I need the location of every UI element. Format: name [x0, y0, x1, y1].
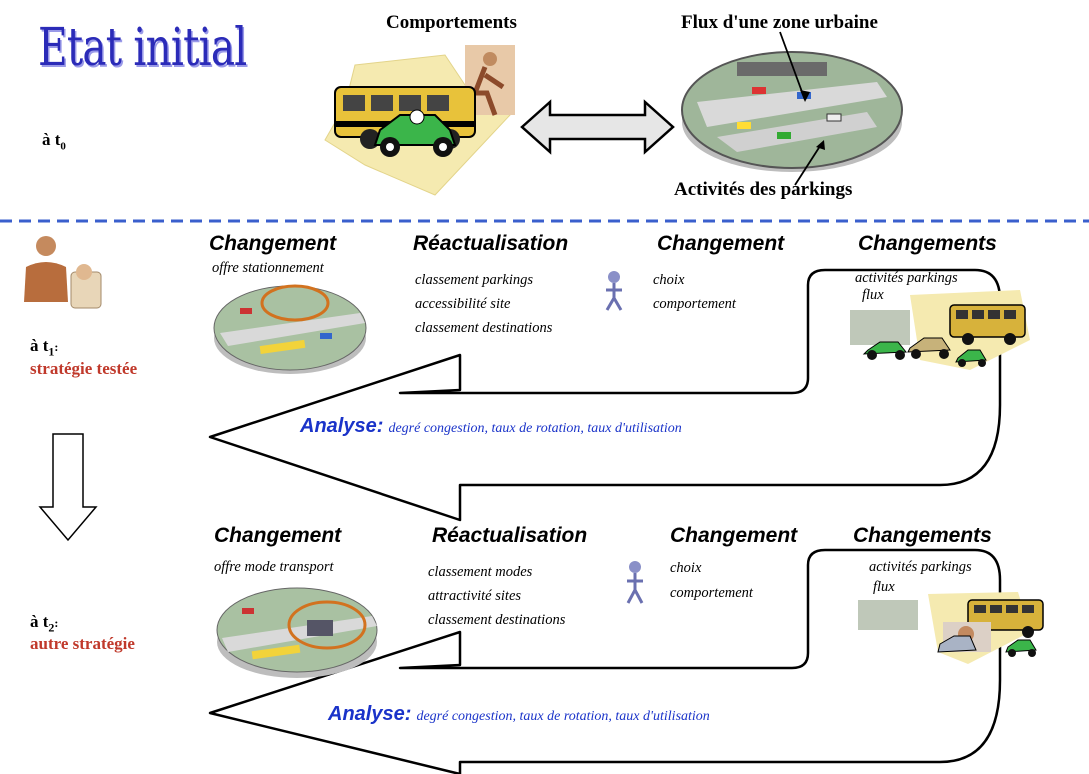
- parking-offer-illustration: [213, 284, 367, 374]
- analysis-row: Analyse: degré congestion, taux de rotat…: [300, 415, 682, 438]
- step-line: choix: [653, 272, 685, 288]
- strategy-tested-label: stratégie testée: [30, 359, 138, 378]
- step-heading: Changement: [209, 232, 337, 255]
- time-label-t1: à t1:: [30, 336, 58, 359]
- analysis-text: degré congestion, taux de rotation, taux…: [416, 709, 710, 724]
- step-line: offre stationnement: [212, 260, 324, 276]
- time-suffix: :: [54, 340, 59, 354]
- step-line: comportement: [670, 585, 753, 601]
- time-prefix: à t: [30, 612, 49, 631]
- step-heading: Changement: [670, 524, 798, 547]
- time-prefix: à t: [30, 336, 49, 355]
- analysis-title: Analyse:: [328, 703, 412, 725]
- analysis-text: degré congestion, taux de rotation, taux…: [388, 421, 682, 436]
- step-line: comportement: [653, 296, 736, 312]
- time-subscript: 1: [48, 344, 55, 359]
- urban-zone-illustration: [681, 51, 903, 172]
- step-heading: Réactualisation: [413, 232, 569, 255]
- transport-mode-illustration: [216, 587, 378, 678]
- step-line: accessibilité site: [415, 296, 511, 312]
- step-line: activités parkings: [855, 270, 958, 286]
- step-line: classement destinations: [415, 320, 553, 336]
- behaviours-label: Comportements: [386, 12, 517, 33]
- analysis-row: Analyse: degré congestion, taux de rotat…: [328, 703, 710, 726]
- time-label-t2: à t2:: [30, 612, 58, 635]
- time-label-t0: à t0: [42, 130, 66, 152]
- other-strategy-label: autre stratégie: [30, 634, 135, 653]
- behaviours-illustration: [324, 45, 515, 196]
- time-subscript: 0: [60, 140, 66, 153]
- parking-activities-label: Activités des parkings: [674, 179, 853, 200]
- vehicles-illustration: [850, 290, 1030, 370]
- step-heading: Changement: [214, 524, 342, 547]
- urban-flows-label: Flux d'une zone urbaine: [681, 12, 878, 33]
- page-title: Etat initial: [38, 18, 247, 78]
- step-line: attractivité sites: [428, 588, 522, 604]
- step-heading: Changement: [657, 232, 785, 255]
- double-arrow-icon: [520, 99, 675, 155]
- section-divider: [0, 219, 1089, 223]
- thinking-figure-icon: [626, 561, 644, 604]
- step-line: classement destinations: [428, 612, 566, 628]
- step-line: offre mode transport: [214, 559, 334, 575]
- time-subscript: 2: [48, 620, 55, 635]
- step-line: flux: [873, 579, 895, 595]
- flows-pointer: [779, 31, 810, 102]
- vehicles-illustration: [858, 592, 1044, 664]
- step-heading: Changements: [853, 524, 992, 547]
- time-prefix: à t: [42, 130, 61, 149]
- step-line: activités parkings: [869, 559, 972, 575]
- step-line: classement modes: [428, 564, 533, 580]
- down-arrow-icon: [38, 433, 98, 542]
- thinking-figure-icon: [605, 271, 623, 311]
- step-heading: Changements: [858, 232, 997, 255]
- person-icon: [24, 236, 102, 309]
- analysis-title: Analyse:: [300, 415, 384, 437]
- time-suffix: :: [54, 616, 59, 630]
- step-line: classement parkings: [415, 272, 533, 288]
- step-line: flux: [862, 287, 884, 303]
- parking-pointer: [794, 140, 825, 186]
- step-heading: Réactualisation: [432, 524, 588, 547]
- step-line: choix: [670, 560, 702, 576]
